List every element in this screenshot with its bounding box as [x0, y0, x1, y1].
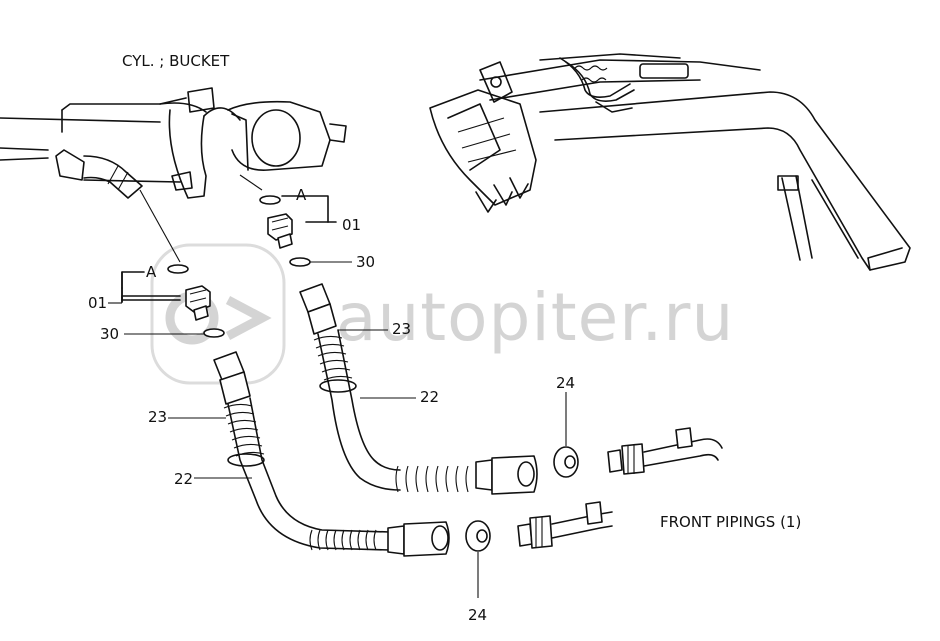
callout-23-right: 23 [392, 320, 411, 338]
hose-assembly-left: 23 22 [148, 351, 450, 557]
callout-30-right: 30 [356, 253, 375, 271]
pipe-lower [517, 501, 613, 549]
callout-01-left: 01 [88, 294, 107, 312]
diagram-title: CYL. ; BUCKET [122, 52, 230, 70]
o-ring-a-left [167, 264, 189, 274]
bucket-cylinder [0, 87, 347, 263]
adapter-01-right [267, 213, 293, 249]
right-fitting-group: A 01 30 [259, 186, 375, 271]
callout-24-upper: 24 [556, 374, 575, 392]
excavator-arm-thumbnail [429, 53, 911, 271]
callout-01-right: 01 [342, 216, 361, 234]
callout-23-left: 23 [148, 408, 167, 426]
callout-a-right: A [296, 186, 307, 204]
watermark-logo-icon [150, 243, 286, 385]
watermark: autopiter.ru [150, 243, 734, 385]
washer-24-upper: 24 [553, 374, 579, 478]
callout-22-left: 22 [174, 470, 193, 488]
o-ring-30-right [289, 257, 311, 267]
adapter-01-left [185, 285, 211, 321]
callout-30-left: 30 [100, 325, 119, 343]
pipe-upper [607, 427, 723, 475]
left-fitting-group: A 01 30 [88, 263, 225, 343]
o-ring-a-right [259, 195, 281, 205]
callout-22-right: 22 [420, 388, 439, 406]
callout-24-lower: 24 [468, 606, 487, 624]
diagram-caption: FRONT PIPINGS (1) [660, 513, 801, 531]
washer-24-lower: 24 [465, 520, 491, 624]
hose-assembly-right: 23 22 [299, 283, 538, 495]
callout-a-left: A [146, 263, 157, 281]
watermark-text: autopiter.ru [336, 279, 734, 356]
o-ring-30-left [203, 328, 225, 338]
